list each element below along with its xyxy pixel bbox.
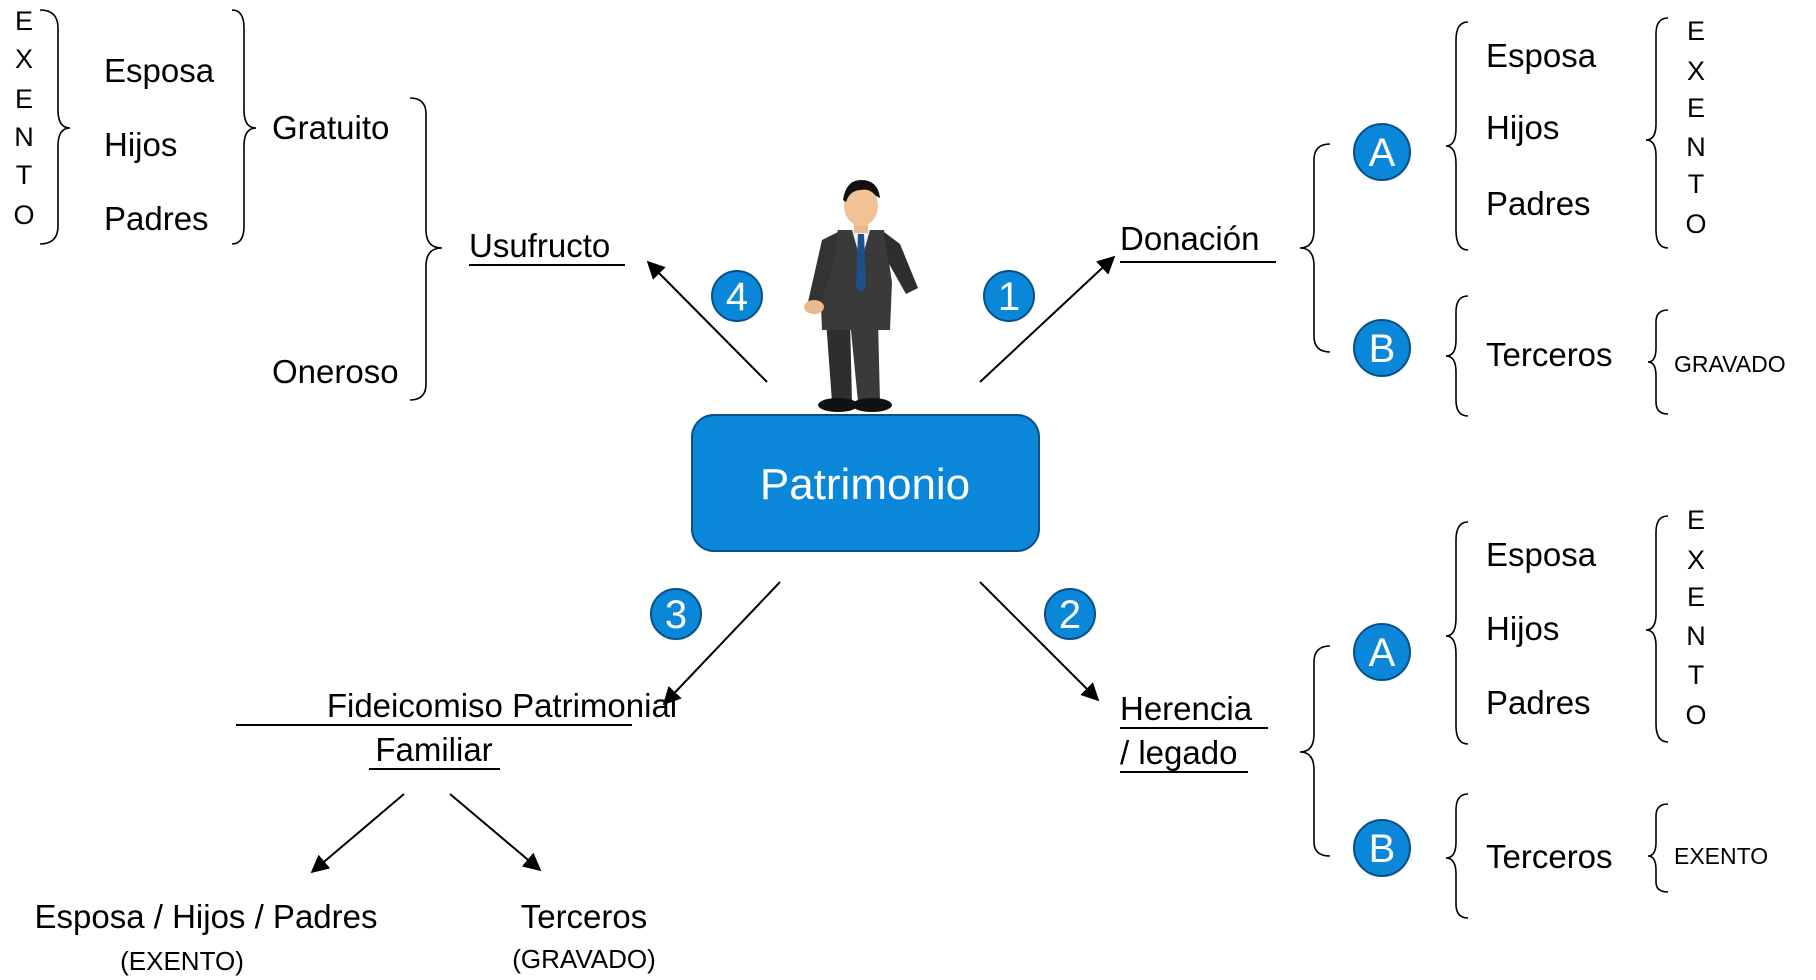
patrimonio-box xyxy=(691,414,1040,552)
herencia-a-item: Hijos xyxy=(1486,610,1559,647)
usufructo-oneroso: Oneroso xyxy=(272,353,399,390)
usufructo-item: Esposa xyxy=(104,52,215,89)
herencia-a-item: Esposa xyxy=(1486,536,1597,573)
fideicomiso-right-status: (GRAVADO) xyxy=(512,944,655,974)
svg-text:A: A xyxy=(1369,131,1396,175)
svg-text:T: T xyxy=(1688,660,1705,690)
herencia-a-brace xyxy=(1445,521,1469,745)
usufructo-title: Usufructo xyxy=(469,227,610,264)
svg-text:E: E xyxy=(15,84,33,114)
donacion-b-status-brace xyxy=(1647,309,1669,415)
svg-text:N: N xyxy=(1686,621,1706,651)
herencia-b-brace xyxy=(1445,793,1469,919)
number-badge-1: 1 xyxy=(983,270,1035,322)
fideicomiso-left-label: Esposa / Hijos / Padres xyxy=(35,898,378,935)
fideicomiso-right-label: Terceros xyxy=(521,898,648,935)
svg-text:2: 2 xyxy=(1059,593,1081,637)
svg-text:T: T xyxy=(1688,169,1705,199)
donacion-b-status: GRAVADO xyxy=(1674,351,1786,377)
svg-text:X: X xyxy=(15,44,33,74)
arrow-to-fideicomiso xyxy=(662,581,781,706)
fideicomiso-left-status: (EXENTO) xyxy=(120,946,244,976)
donacion-title: Donación xyxy=(1120,220,1259,257)
svg-text:T: T xyxy=(16,160,33,190)
businessman-figure xyxy=(804,180,918,412)
donacion-badge-b: B xyxy=(1353,319,1411,377)
svg-text:E: E xyxy=(1687,93,1705,123)
donacion-a-item: Esposa xyxy=(1486,37,1597,74)
svg-text:O: O xyxy=(1685,209,1706,239)
herencia-title-line1: Herencia xyxy=(1120,690,1253,727)
arrow-to-usufructo xyxy=(646,260,768,383)
svg-text:B: B xyxy=(1369,327,1396,371)
herencia-a-status-brace xyxy=(1645,515,1669,743)
number-badge-3: 3 xyxy=(650,588,702,640)
svg-text:E: E xyxy=(1687,16,1705,46)
herencia-badge-b: B xyxy=(1353,819,1411,877)
svg-text:N: N xyxy=(1686,132,1706,162)
donacion-a-item: Hijos xyxy=(1486,109,1559,146)
donacion-badge-a: A xyxy=(1353,123,1411,181)
fideicomiso-title-line1: Fideicomiso Patrimonial xyxy=(327,687,677,724)
svg-text:E: E xyxy=(1687,505,1705,535)
arrow-to-fideicomiso-left xyxy=(310,793,405,874)
svg-text:E: E xyxy=(1687,582,1705,612)
svg-text:E: E xyxy=(15,6,33,36)
donacion-a-status: E X E N T O xyxy=(1685,16,1706,239)
usufructo-item: Padres xyxy=(104,200,209,237)
svg-text:X: X xyxy=(1687,56,1705,86)
usufructo-status: E X E N T O xyxy=(13,6,34,230)
herencia-a-status: E X E N T O xyxy=(1685,505,1706,730)
svg-text:1: 1 xyxy=(998,275,1020,319)
herencia-b-item: Terceros xyxy=(1486,838,1613,875)
herencia-b-status: EXENTO xyxy=(1674,843,1768,869)
usufructo-item: Hijos xyxy=(104,126,177,163)
usufructo-gratuito: Gratuito xyxy=(272,109,389,146)
usufructo-status-brace xyxy=(39,9,71,245)
svg-text:O: O xyxy=(13,200,34,230)
svg-text:A: A xyxy=(1369,631,1396,675)
donacion-a-status-brace xyxy=(1645,17,1669,249)
svg-text:B: B xyxy=(1369,827,1396,871)
usufructo-brace xyxy=(409,97,443,401)
donacion-a-item: Padres xyxy=(1486,185,1591,222)
svg-text:O: O xyxy=(1685,700,1706,730)
herencia-a-item: Padres xyxy=(1486,684,1591,721)
donacion-b-item: Terceros xyxy=(1486,336,1613,373)
svg-text:X: X xyxy=(1687,545,1705,575)
number-badge-4: 4 xyxy=(711,270,763,322)
patrimonio-label: Patrimonio xyxy=(760,460,970,509)
number-badge-2: 2 xyxy=(1044,588,1096,640)
donacion-b-brace xyxy=(1445,295,1469,417)
herencia-brace xyxy=(1299,645,1331,857)
herencia-badge-a: A xyxy=(1353,623,1411,681)
arrow-to-herencia xyxy=(979,581,1100,702)
arrow-to-donacion xyxy=(979,255,1116,383)
herencia-b-status-brace xyxy=(1647,803,1669,893)
donacion-brace xyxy=(1299,143,1331,353)
fideicomiso-title-line2: Familiar xyxy=(375,731,492,768)
svg-text:3: 3 xyxy=(665,593,687,637)
arrow-to-fideicomiso-right xyxy=(449,793,542,872)
gratuito-brace xyxy=(231,9,257,245)
svg-text:4: 4 xyxy=(726,275,748,319)
herencia-title-line2: / legado xyxy=(1120,734,1237,771)
donacion-a-brace xyxy=(1445,21,1469,251)
svg-text:N: N xyxy=(14,122,34,152)
